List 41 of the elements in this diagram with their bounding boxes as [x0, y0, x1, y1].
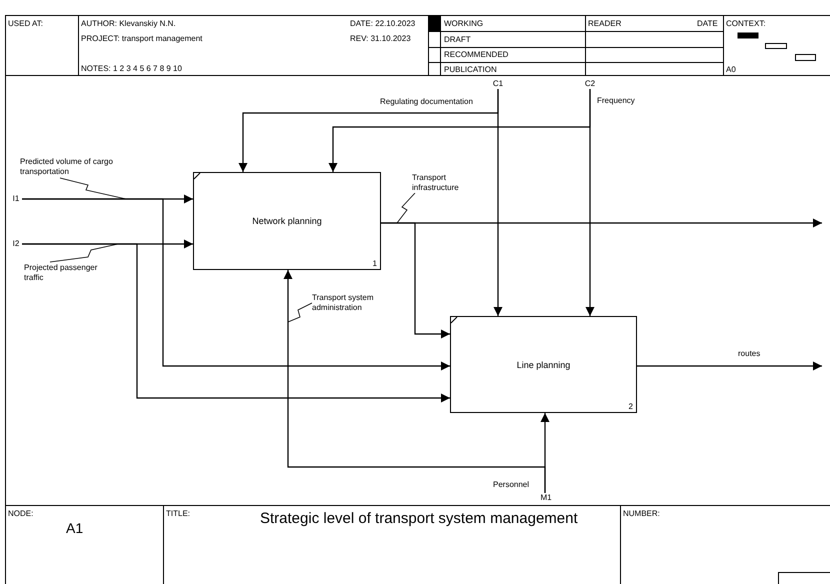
arrow	[494, 89, 502, 316]
edge-label: Frequency	[597, 96, 635, 106]
header-field: RECOMMENDED	[444, 49, 508, 60]
node-id: A1	[66, 520, 84, 537]
header-field: USED AT:	[8, 18, 43, 29]
arrow	[637, 362, 822, 370]
header-field: DRAFT	[444, 34, 471, 45]
activity-box	[450, 316, 637, 413]
arrow	[381, 222, 450, 338]
header-field: DATE	[697, 18, 718, 29]
icom-code: C1	[491, 79, 505, 89]
header-field: REV: 31.10.2023	[350, 33, 411, 44]
header-field: PROJECT: transport management	[81, 33, 202, 44]
header-field: AUTHOR: Klevanskiy N.N.	[81, 18, 176, 29]
activity-name: Network planning	[251, 216, 323, 226]
header-field: NUMBER:	[623, 508, 660, 519]
header-field: READER	[588, 18, 622, 29]
icom-code: M1	[538, 493, 554, 503]
activity-box	[193, 172, 381, 270]
arrow	[22, 243, 450, 402]
header-field: CONTEXT:	[726, 18, 766, 29]
arrow	[22, 198, 450, 370]
header-field: TITLE:	[166, 508, 190, 519]
edge-label: routes	[738, 349, 760, 359]
activity-number: 1	[372, 259, 377, 269]
activity-number: 2	[628, 402, 633, 412]
activity-name: Line planning	[516, 360, 572, 370]
header-field: NODE:	[8, 508, 34, 519]
arrow	[540, 413, 550, 493]
node-id: A0	[726, 64, 736, 75]
icom-code: I1	[10, 194, 22, 204]
header-field: NOTES: 1 2 3 4 5 6 7 8 9 10	[81, 63, 182, 74]
header-field: DATE: 22.10.2023	[350, 18, 416, 29]
icom-code: C2	[583, 79, 597, 89]
edge-label: Personnel	[493, 480, 530, 490]
arrow	[586, 89, 594, 316]
header-field: WORKING	[444, 18, 484, 29]
edge-label: Regulating documentation	[380, 97, 473, 107]
diagram-title: Strategic level of transport system management	[260, 510, 578, 528]
header-field: PUBLICATION	[444, 64, 497, 75]
icom-code: I2	[10, 239, 22, 249]
